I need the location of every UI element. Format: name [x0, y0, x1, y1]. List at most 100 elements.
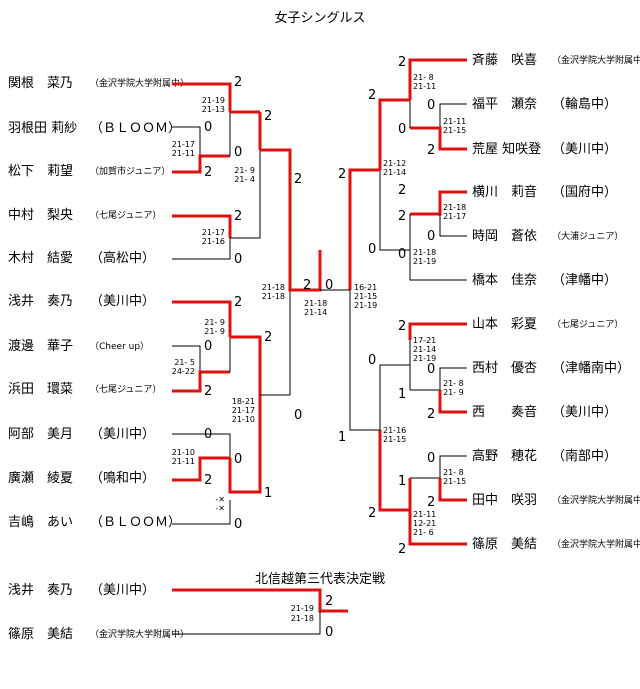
- match-score: 21-11: [413, 82, 436, 91]
- left-r1-result: 2: [204, 473, 212, 488]
- bracket-line: [228, 395, 262, 494]
- left-player-team: （加賀市ジュニア）: [90, 165, 170, 177]
- right-player-team: （美川中）: [552, 142, 617, 157]
- playoff-player-team: （美川中）: [90, 583, 155, 598]
- match-score: 21-19: [413, 257, 436, 266]
- right-r2-result: 0: [368, 242, 376, 257]
- left-player-team: （Cheer up）: [90, 341, 149, 352]
- right-player-name: 西 奏音: [472, 404, 537, 420]
- right-player-name: 荒屋 知咲登: [472, 141, 541, 157]
- bracket-line: [438, 478, 467, 502]
- bracket-line: [230, 150, 261, 239]
- bracket-line: [172, 611, 321, 635]
- left-r2-result: 2: [264, 109, 272, 124]
- right-player-names: 斉藤 咲喜 福平 瀬奈 荒屋 知咲登 横川 莉音 時岡 蒼依 橋本 佳奈 山本 …: [472, 52, 541, 552]
- match-score: 21-15: [383, 435, 406, 444]
- bracket-line: [348, 168, 380, 290]
- match-score: 21-10: [172, 448, 195, 457]
- right-r1-result: 0: [427, 362, 435, 377]
- bracket-line: [172, 214, 232, 238]
- match-score: 21- 8: [443, 379, 464, 388]
- left-player-name: 吉嶋 あい: [8, 515, 73, 530]
- bracket-line: [408, 478, 467, 546]
- right-r3-result: 2: [368, 506, 376, 521]
- match-score: 21-18: [413, 248, 436, 257]
- left-player-name: 中村 梨央: [8, 208, 73, 223]
- playoff-section: 浅井 奏乃 （美川中） 篠原 美結 （金沢学院大学附属中） 2 0 21-19 …: [8, 583, 348, 642]
- match-score: 21-15: [443, 477, 466, 486]
- right-r2-result: 2: [398, 542, 406, 557]
- match-score: 21- 5: [174, 358, 195, 367]
- bracket-line: [378, 98, 410, 170]
- left-player-team: （鳴和中）: [90, 471, 155, 486]
- match-score: 21-11: [172, 457, 195, 466]
- left-r2-result: 1: [264, 486, 272, 501]
- right-r1-result: 1: [398, 474, 406, 489]
- right-r1-result: 0: [427, 98, 435, 113]
- playoff-score: 21-19: [291, 604, 314, 613]
- right-r2-results: 0 2 2 0 0 2: [368, 88, 406, 557]
- bracket-line: [172, 456, 230, 482]
- match-score: 21- 9: [204, 318, 225, 327]
- left-player-name: 渡邊 華子: [8, 338, 73, 354]
- bracket-line: [410, 190, 467, 216]
- right-player-teams: （金沢学院大学附属中） （輪島中） （美川中） （国府中） （大浦ジュニア） （…: [552, 54, 640, 550]
- right-r1-lines: [408, 58, 467, 546]
- bracket-title: 女子シングルス: [274, 10, 365, 26]
- left-player-team: （美川中）: [90, 294, 155, 309]
- right-player-name: 西村 優杏: [472, 361, 537, 376]
- right-player-name: 横川 莉音: [472, 184, 537, 200]
- right-r1-result: 0: [427, 229, 435, 244]
- left-r1-result: 2: [204, 165, 212, 180]
- left-player-name: 廣瀬 綾夏: [8, 470, 73, 486]
- bracket-line: [410, 455, 467, 479]
- bracket-line: [172, 238, 231, 260]
- match-score: 12-21: [413, 519, 436, 528]
- match-score: 21-12: [383, 159, 406, 168]
- right-player-name: 橋本 佳奈: [472, 273, 537, 288]
- right-r1-result: 1: [398, 387, 406, 402]
- match-score: 21-18: [304, 299, 327, 308]
- left-r1-result: 0: [234, 517, 242, 532]
- right-r1-result: 2: [398, 319, 406, 334]
- bracket-line: [378, 430, 410, 512]
- right-player-team: （国府中）: [552, 185, 617, 200]
- bracket-line: [438, 390, 467, 414]
- final-scores: 21-18 21-14 16-21 21-15 21-19: [304, 283, 377, 317]
- match-score: 21-17: [202, 228, 225, 237]
- left-scores: 21-19 21-13 21-17 21-11 21- 9 21- 4 21-1…: [172, 96, 285, 513]
- left-r2-lines: [228, 110, 322, 494]
- right-player-name: 高野 穂花: [472, 448, 537, 464]
- right-r2-result: 0: [368, 353, 376, 368]
- match-score: 21- 8: [443, 468, 464, 477]
- bracket-line: [260, 148, 292, 183]
- bracket-line: [172, 370, 230, 393]
- right-r1-result: 0: [427, 451, 435, 466]
- match-score: 21- 6: [413, 528, 434, 537]
- match-score: 21-19: [354, 301, 377, 310]
- match-score: 18-21: [232, 397, 255, 406]
- bracket-line: [172, 82, 232, 112]
- bracket-line: [172, 154, 230, 174]
- match-score: 21-19: [413, 354, 436, 363]
- right-player-name: 時岡 蒼依: [472, 229, 537, 244]
- left-r1-result: 2: [204, 384, 212, 399]
- right-player-team: （南部中）: [552, 448, 617, 464]
- playoff-score: 21-18: [291, 614, 314, 623]
- playoff-player-name: 篠原 美結: [8, 627, 73, 642]
- right-r3-result: 2: [338, 167, 346, 182]
- match-score: 21-16: [383, 426, 406, 435]
- match-score: 21- 8: [413, 73, 434, 82]
- right-r2-result: 2: [368, 88, 376, 103]
- match-score: 21-17: [443, 212, 466, 221]
- left-r3-result: 0: [294, 408, 302, 423]
- left-r1-result: 2: [234, 295, 242, 310]
- left-r1-result: 0: [204, 120, 212, 135]
- right-r1-result: 2: [427, 143, 435, 158]
- match-score: 21-14: [413, 345, 436, 354]
- match-score: 21-16: [202, 237, 225, 246]
- left-player-teams: （金沢学院大学附属中） （ＢＬＯＯＭ） （加賀市ジュニア） （七尾ジュニア） （…: [90, 77, 189, 530]
- left-player-name: 阿部 美月: [8, 427, 73, 442]
- bracket-line: [410, 367, 467, 391]
- playoff-result: 2: [325, 594, 333, 609]
